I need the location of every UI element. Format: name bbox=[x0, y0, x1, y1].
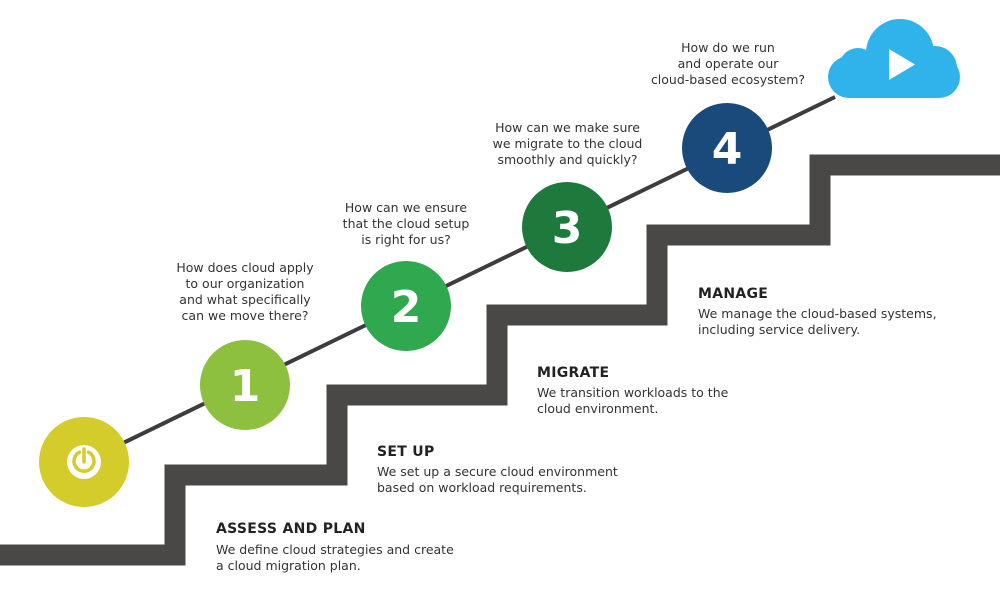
question-step-2-text: How can we ensure that the cloud setup i… bbox=[342, 200, 470, 247]
stage-manage-description: We manage the cloud-based systems, inclu… bbox=[698, 306, 937, 337]
stage-assess-description: We define cloud strategies and create a … bbox=[216, 542, 454, 573]
step-1-number: 1 bbox=[230, 361, 261, 412]
step-2-number: 2 bbox=[391, 282, 422, 333]
step-4-number: 4 bbox=[712, 124, 743, 175]
cloud-play-icon bbox=[828, 19, 960, 98]
question-step-4-text: How do we run and operate our cloud-base… bbox=[650, 40, 806, 87]
step-2-circle bbox=[361, 261, 451, 351]
question-step-2: How can we ensure that the cloud setup i… bbox=[326, 200, 486, 248]
question-step-1: How does cloud apply to our organization… bbox=[165, 260, 325, 324]
stage-setup-title: SET UP bbox=[377, 444, 435, 460]
stage-manage-title: MANAGE bbox=[698, 286, 769, 302]
step-3-circle bbox=[522, 182, 612, 272]
step-3-number: 3 bbox=[552, 203, 583, 254]
staircase bbox=[0, 154, 1000, 566]
question-step-1-text: How does cloud apply to our organization… bbox=[176, 260, 314, 323]
power-icon bbox=[67, 445, 101, 479]
question-step-4: How do we run and operate our cloud-base… bbox=[643, 40, 813, 88]
step-1-circle bbox=[200, 340, 290, 430]
question-step-3: How can we make sure we migrate to the c… bbox=[480, 120, 655, 168]
stage-setup-description: We set up a secure cloud environment bas… bbox=[377, 464, 618, 495]
question-step-3-text: How can we make sure we migrate to the c… bbox=[492, 120, 643, 167]
stage-assess-title: ASSESS AND PLAN bbox=[216, 521, 366, 537]
stage-migrate-title: MIGRATE bbox=[537, 365, 610, 381]
step-4-circle bbox=[682, 103, 772, 193]
stage-migrate-description: We transition workloads to the cloud env… bbox=[537, 385, 729, 416]
start-marker bbox=[39, 417, 129, 507]
